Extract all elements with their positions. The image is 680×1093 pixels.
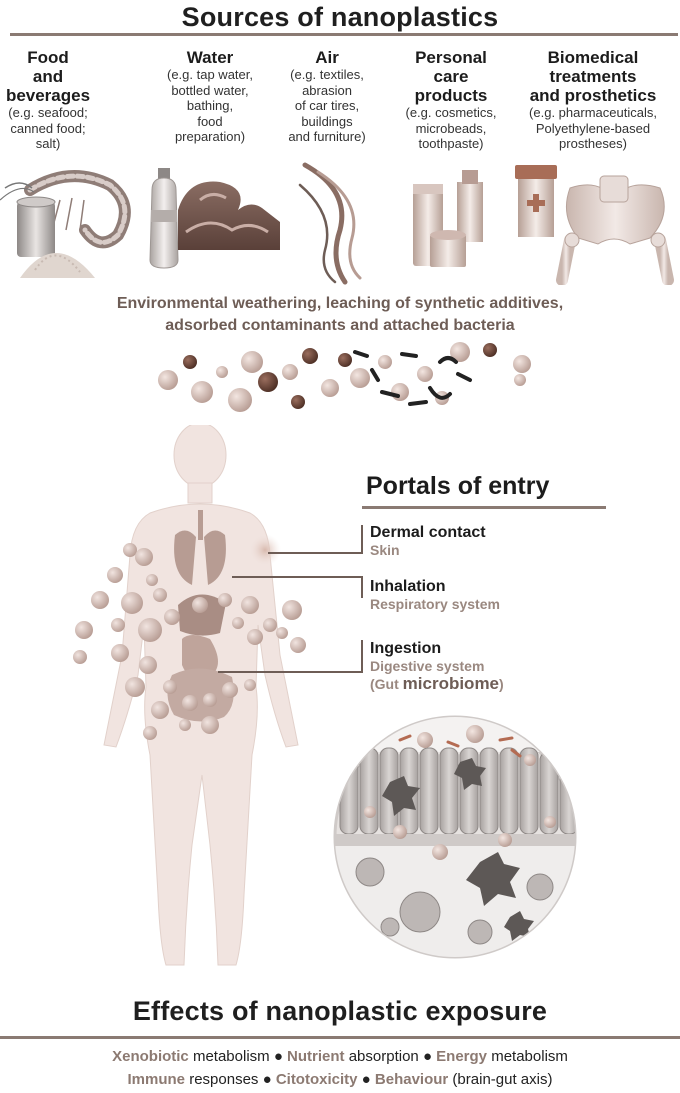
- source-water-sub: (e.g. tap water, bottled water, bathing,…: [167, 67, 253, 144]
- source-air: Air (e.g. textiles, abrasion of car tire…: [270, 48, 384, 145]
- portals-title: Portals of entry: [366, 472, 550, 500]
- wave-icon: [178, 181, 280, 250]
- liver-icon: [178, 594, 226, 636]
- portal-dermal-head: Dermal contact: [370, 524, 486, 541]
- source-air-sub: (e.g. textiles, abrasion of car tires, b…: [288, 67, 366, 144]
- effect-nutrient-rest: absorption: [344, 1048, 419, 1065]
- microbiome-label: microbiome: [402, 674, 500, 693]
- portal-dermal: Dermal contact Skin: [370, 524, 486, 558]
- source-water-title: Water: [186, 48, 234, 67]
- source-air-title: Air: [315, 48, 339, 67]
- effect-energy-rest: metabolism: [487, 1048, 568, 1065]
- source-biomedical: Biomedical treatments and prosthetics (e…: [508, 48, 678, 152]
- source-personal-care-sub: (e.g. cosmetics, microbeads, toothpaste): [405, 105, 497, 151]
- inhalation-connector: [232, 576, 363, 598]
- effect-behaviour-rest: (brain-gut axis): [448, 1071, 553, 1088]
- source-food-title: Food and beverages: [5, 48, 91, 105]
- bacteria-icon: [398, 734, 522, 758]
- bullet-icon: ●: [262, 1071, 272, 1088]
- source-food: Food and beverages (e.g. seafood; canned…: [0, 48, 96, 152]
- source-biomedical-sub: (e.g. pharmaceuticals, Polyethylene-base…: [529, 105, 657, 151]
- effect-energy: Energy: [436, 1048, 488, 1065]
- effects-title: Effects of nanoplastic exposure: [132, 996, 548, 1026]
- portal-dermal-sub: Skin: [370, 542, 400, 558]
- portal-inhalation: Inhalation Respiratory system: [370, 578, 500, 612]
- salt-icon: [20, 253, 95, 278]
- sources-illustrations: [0, 162, 674, 285]
- effects-divider: [0, 1036, 680, 1039]
- bullet-icon: ●: [361, 1071, 371, 1088]
- effect-immune-rest: responses: [185, 1071, 259, 1088]
- source-water: Water (e.g. tap water, bottled water, ba…: [145, 48, 275, 145]
- source-personal-care-title: Personal care products: [414, 48, 488, 105]
- effects-line-1: Xenobiotic metabolism ● Nutrient absorpt…: [0, 1048, 680, 1065]
- cosmetics-icon: [413, 170, 483, 267]
- source-food-sub: (e.g. seafood; canned food; salt): [8, 105, 88, 151]
- effect-xenobiotic-rest: metabolism: [188, 1048, 270, 1065]
- title-divider: [10, 33, 678, 36]
- effect-citotoxicity: Citotoxicity: [275, 1071, 358, 1088]
- human-body-figure: [73, 425, 306, 966]
- gut-particles: [364, 725, 556, 860]
- lung-icon: [204, 530, 226, 585]
- source-personal-care: Personal care products (e.g. cosmetics, …: [392, 48, 510, 152]
- effects-line-2: Immune responses ● Citotoxicity ● Behavi…: [0, 1071, 680, 1088]
- portal-inhalation-head: Inhalation: [370, 578, 446, 595]
- body-particles: [73, 543, 306, 740]
- effect-immune: Immune: [127, 1071, 186, 1088]
- portal-ingestion-head: Ingestion: [370, 640, 442, 657]
- nanoparticle-cluster: [158, 342, 531, 412]
- effect-behaviour: Behaviour: [374, 1071, 449, 1088]
- portal-ingestion-sub2: (Gut microbiome): [370, 674, 504, 694]
- effect-xenobiotic: Xenobiotic: [112, 1048, 189, 1065]
- immune-cell-icon: [355, 857, 554, 945]
- bullet-icon: ●: [422, 1048, 432, 1065]
- can-icon: [16, 196, 56, 257]
- dermal-connector: [268, 525, 363, 554]
- gut-suffix: ): [499, 676, 504, 692]
- skin-highlight: [249, 534, 281, 566]
- lung-icon: [174, 530, 196, 585]
- bullet-icon: ●: [273, 1048, 283, 1065]
- gut-microbiome-circle: [333, 715, 577, 959]
- portal-inhalation-sub: Respiratory system: [370, 596, 500, 612]
- pill-bottle-icon: [515, 165, 557, 237]
- portals-divider: [362, 506, 606, 509]
- effect-nutrient: Nutrient: [287, 1048, 345, 1065]
- gut-prefix: (Gut: [370, 676, 403, 692]
- water-bottle-icon: [149, 168, 179, 269]
- bacteria-icon: [353, 350, 472, 406]
- portal-ingestion: Ingestion Digestive system (Gut microbio…: [370, 640, 504, 694]
- portal-ingestion-sub: Digestive system: [370, 658, 485, 674]
- ingestion-connector: [218, 640, 363, 673]
- weathering-line-2: adsorbed contaminants and attached bacte…: [165, 317, 515, 334]
- weathering-line-1: Environmental weathering, leaching of sy…: [116, 295, 564, 312]
- pelvis-icon: [556, 175, 674, 285]
- sources-title: Sources of nanoplastics: [181, 2, 499, 32]
- macrophage-icon: [382, 758, 534, 941]
- air-swirl-icon: [298, 162, 362, 285]
- stomach-icon: [182, 635, 218, 680]
- source-biomedical-title: Biomedical treatments and prosthetics: [529, 48, 657, 105]
